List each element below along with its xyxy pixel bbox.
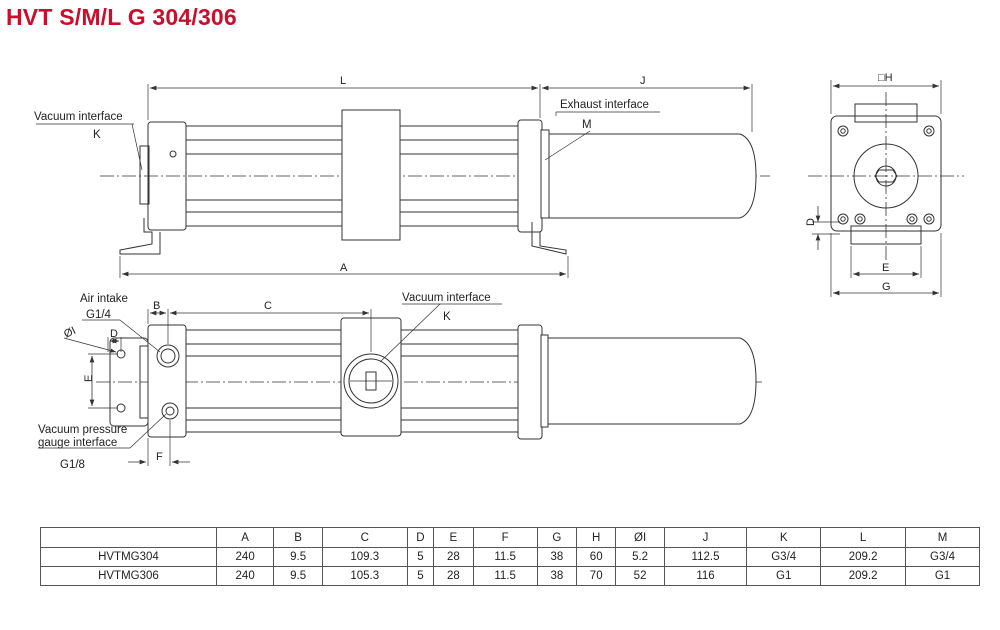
table-cell: 240 [215, 547, 275, 567]
top-dim-i: ØI [62, 325, 78, 341]
spec-table-header: L [820, 527, 907, 548]
spec-table-header: A [215, 527, 275, 548]
top-dim-e: E [83, 375, 95, 382]
top-dim-d: D [110, 328, 118, 340]
table-cell: 28 [433, 547, 474, 567]
table-cell: 209.2 [820, 547, 907, 567]
end-dim-e: E [882, 262, 889, 274]
table-cell: 11.5 [472, 566, 538, 586]
technical-drawing: L J A Vacuum interface K Exhaust interfa… [34, 72, 964, 471]
spec-table-header: J [663, 527, 748, 548]
spec-table-header: ØI [615, 527, 665, 548]
table-cell: 105.3 [321, 566, 408, 586]
table-cell: 5.2 [615, 547, 665, 567]
exhaust-interface-code: M [582, 119, 592, 131]
table-cell: 209.2 [820, 566, 907, 586]
side-vacuum-interface-label: Vacuum interface [34, 111, 123, 123]
top-dim-f: F [156, 451, 163, 463]
spec-table-header: M [905, 527, 980, 548]
table-cell: 109.3 [321, 547, 408, 567]
spec-table-header: C [321, 527, 408, 548]
table-cell: 9.5 [273, 547, 323, 567]
table-cell: 5 [406, 566, 435, 586]
table-cell: G1 [905, 566, 980, 586]
top-dim-b: B [153, 300, 160, 312]
table-cell: 11.5 [472, 547, 538, 567]
side-dim-l: L [340, 75, 346, 87]
table-cell: 5 [406, 547, 435, 567]
spec-table-header: B [273, 527, 323, 548]
side-vacuum-interface-code: K [93, 129, 101, 141]
table-cell: 38 [536, 547, 578, 567]
table-cell: 52 [615, 566, 665, 586]
end-view [808, 80, 964, 297]
table-cell: 38 [536, 566, 578, 586]
spec-table-header: H [576, 527, 617, 548]
table-cell: G3/4 [905, 547, 980, 567]
top-vacuum-interface-label: Vacuum interface [402, 292, 491, 304]
spec-table-header-row: A B C D E F G H ØI J K L M [40, 527, 980, 548]
gauge-interface-line1: Vacuum pressure [38, 424, 127, 436]
table-cell: 70 [576, 566, 617, 586]
spec-table: A B C D E F G H ØI J K L M HVTMG304 240 … [40, 527, 980, 586]
end-dim-h: □H [878, 72, 893, 84]
spec-table-header: G [536, 527, 578, 548]
page-title: HVT S/M/L G 304/306 [6, 4, 237, 30]
spec-table-header [40, 527, 217, 548]
air-intake-label: Air intake [80, 293, 128, 305]
table-cell: 240 [215, 566, 275, 586]
table-cell: HVTMG304 [40, 547, 217, 567]
spec-table-header: D [406, 527, 435, 548]
end-dim-g: G [882, 281, 891, 293]
table-cell: G3/4 [746, 547, 822, 567]
table-row: HVTMG306 240 9.5 105.3 5 28 11.5 38 70 5… [40, 566, 980, 586]
table-cell: 112.5 [663, 547, 748, 567]
side-dim-j: J [640, 75, 646, 87]
spec-table-header: E [433, 527, 474, 548]
top-vacuum-interface-code: K [443, 311, 451, 323]
end-dim-d: D [805, 218, 817, 226]
gauge-interface-thread: G1/8 [60, 459, 85, 471]
table-cell: 28 [433, 566, 474, 586]
table-row: HVTMG304 240 9.5 109.3 5 28 11.5 38 60 5… [40, 547, 980, 567]
table-cell: 116 [663, 566, 748, 586]
table-cell: HVTMG306 [40, 566, 217, 586]
exhaust-interface-label: Exhaust interface [560, 99, 649, 111]
spec-table-header: K [746, 527, 822, 548]
spec-table-header: F [472, 527, 538, 548]
air-intake-thread: G1/4 [86, 309, 112, 321]
table-cell: G1 [746, 566, 822, 586]
gauge-interface-line2: gauge interface [38, 437, 117, 449]
table-cell: 60 [576, 547, 617, 567]
side-dim-a: A [340, 262, 348, 274]
table-cell: 9.5 [273, 566, 323, 586]
top-dim-c: C [264, 300, 272, 312]
top-view [38, 303, 762, 466]
side-view [36, 84, 770, 278]
